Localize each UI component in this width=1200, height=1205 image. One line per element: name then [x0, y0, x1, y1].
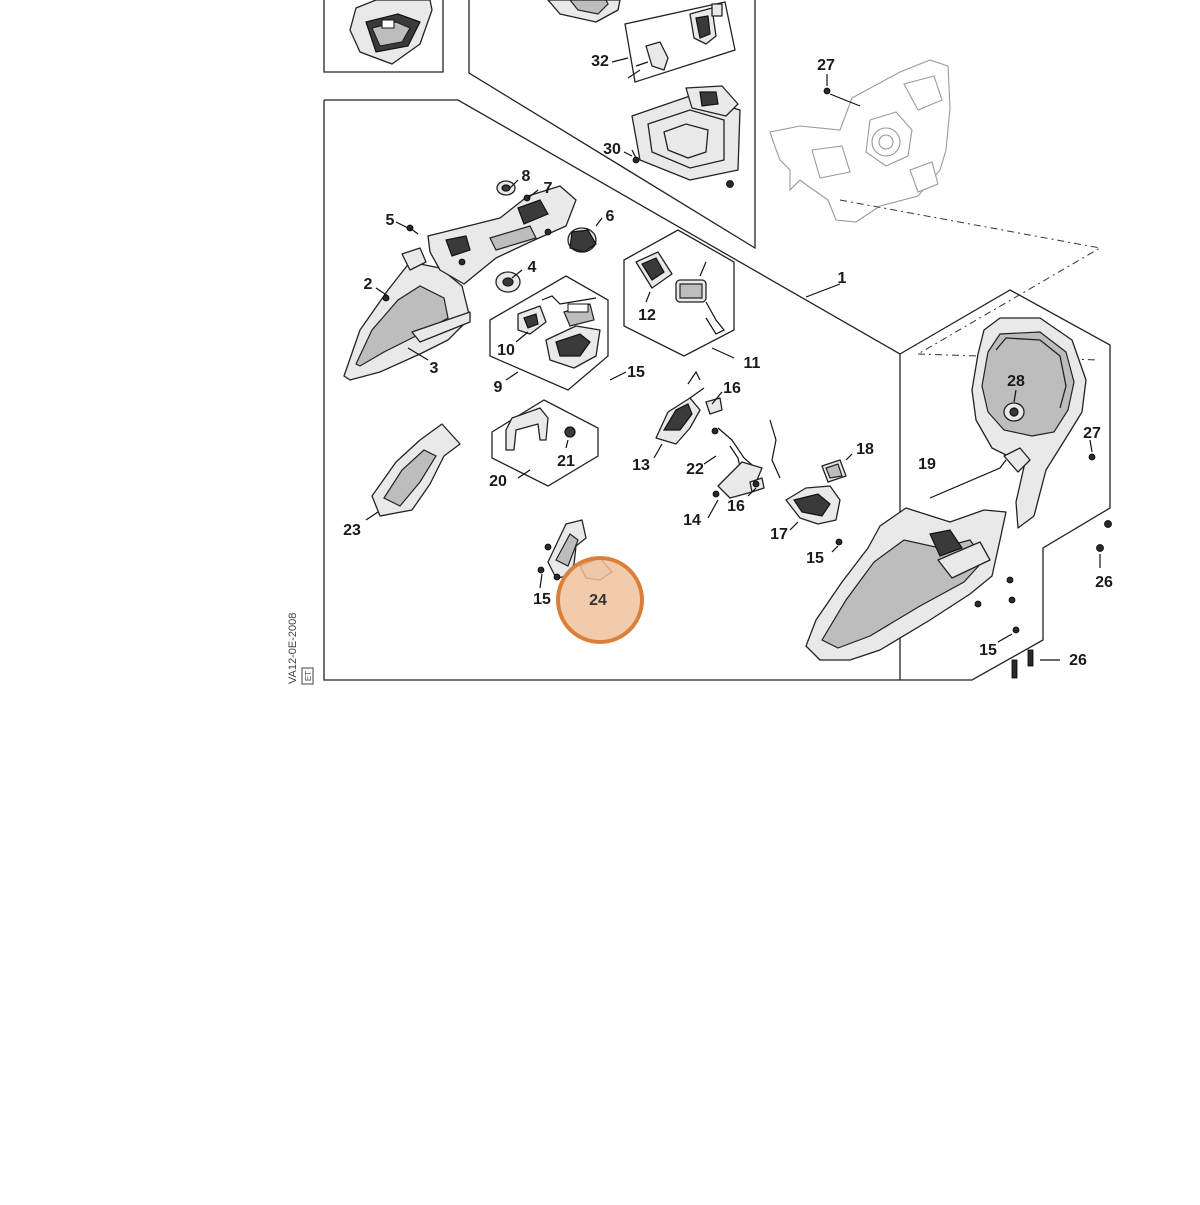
callout-15-d[interactable]: 15 — [979, 642, 997, 659]
drawing-code-mark: ET — [304, 671, 313, 681]
callout-16-b[interactable]: 16 — [727, 498, 745, 515]
callout-26-b[interactable]: 26 — [1069, 652, 1087, 669]
handle-bar — [971, 317, 1096, 529]
rear-bracket — [427, 185, 577, 285]
callout-27-a[interactable]: 27 — [817, 57, 835, 74]
callout-8[interactable]: 8 — [522, 168, 531, 185]
callout-26-a[interactable]: 26 — [1095, 574, 1113, 591]
switch-box — [623, 229, 735, 357]
callout-22[interactable]: 22 — [686, 461, 704, 478]
callout-19[interactable]: 19 — [918, 456, 936, 473]
rear-handle-housing — [805, 507, 1020, 661]
handle-housing — [343, 247, 471, 381]
handle-cover — [371, 423, 461, 517]
callout-2[interactable]: 2 — [364, 276, 373, 293]
leader-lines — [365, 57, 1101, 661]
throttle-parts — [785, 459, 847, 546]
wiring-harness — [655, 370, 781, 499]
callout-15-a[interactable]: 15 — [533, 591, 551, 608]
callout-12[interactable]: 12 — [638, 307, 656, 324]
callout-10[interactable]: 10 — [497, 342, 515, 359]
callout-labels: 1 2 3 4 5 6 7 8 9 10 11 12 13 14 15 15 1… — [343, 53, 1113, 669]
drawing-code-text: VA12-0E-2008 — [287, 613, 299, 684]
callout-6[interactable]: 6 — [606, 208, 615, 225]
callout-7[interactable]: 7 — [544, 180, 553, 197]
callout-13[interactable]: 13 — [632, 457, 650, 474]
callout-28[interactable]: 28 — [1007, 373, 1025, 390]
drawing-code: VA12-0E-2008 ET — [287, 613, 314, 685]
throttle-box — [489, 275, 609, 391]
callout-30[interactable]: 30 — [603, 141, 621, 158]
callout-21[interactable]: 21 — [557, 453, 575, 470]
callout-5[interactable]: 5 — [386, 212, 395, 229]
callout-3[interactable]: 3 — [430, 360, 439, 377]
callout-15-b[interactable]: 15 — [627, 364, 645, 381]
callout-14[interactable]: 14 — [683, 512, 701, 529]
handle-box — [491, 399, 599, 487]
callout-27-b[interactable]: 27 — [1083, 425, 1101, 442]
top-center-inset — [468, 0, 756, 250]
callout-4[interactable]: 4 — [528, 259, 537, 276]
callout-9[interactable]: 9 — [494, 379, 503, 396]
callout-23[interactable]: 23 — [343, 522, 361, 539]
callout-15-c[interactable]: 15 — [806, 550, 824, 567]
callout-20[interactable]: 20 — [489, 473, 507, 490]
callout-16-a[interactable]: 16 — [723, 380, 741, 397]
callout-18[interactable]: 18 — [856, 441, 874, 458]
top-left-inset — [323, 0, 444, 73]
highlight-label: 24 — [589, 592, 607, 609]
callout-17[interactable]: 17 — [770, 526, 788, 543]
crankcase-ghost — [769, 59, 951, 223]
screws-26 — [1011, 520, 1112, 679]
callout-1[interactable]: 1 — [838, 270, 847, 287]
callout-11[interactable]: 11 — [744, 355, 761, 372]
callout-32[interactable]: 32 — [591, 53, 609, 70]
highlight-marker[interactable]: 24 — [556, 556, 644, 644]
